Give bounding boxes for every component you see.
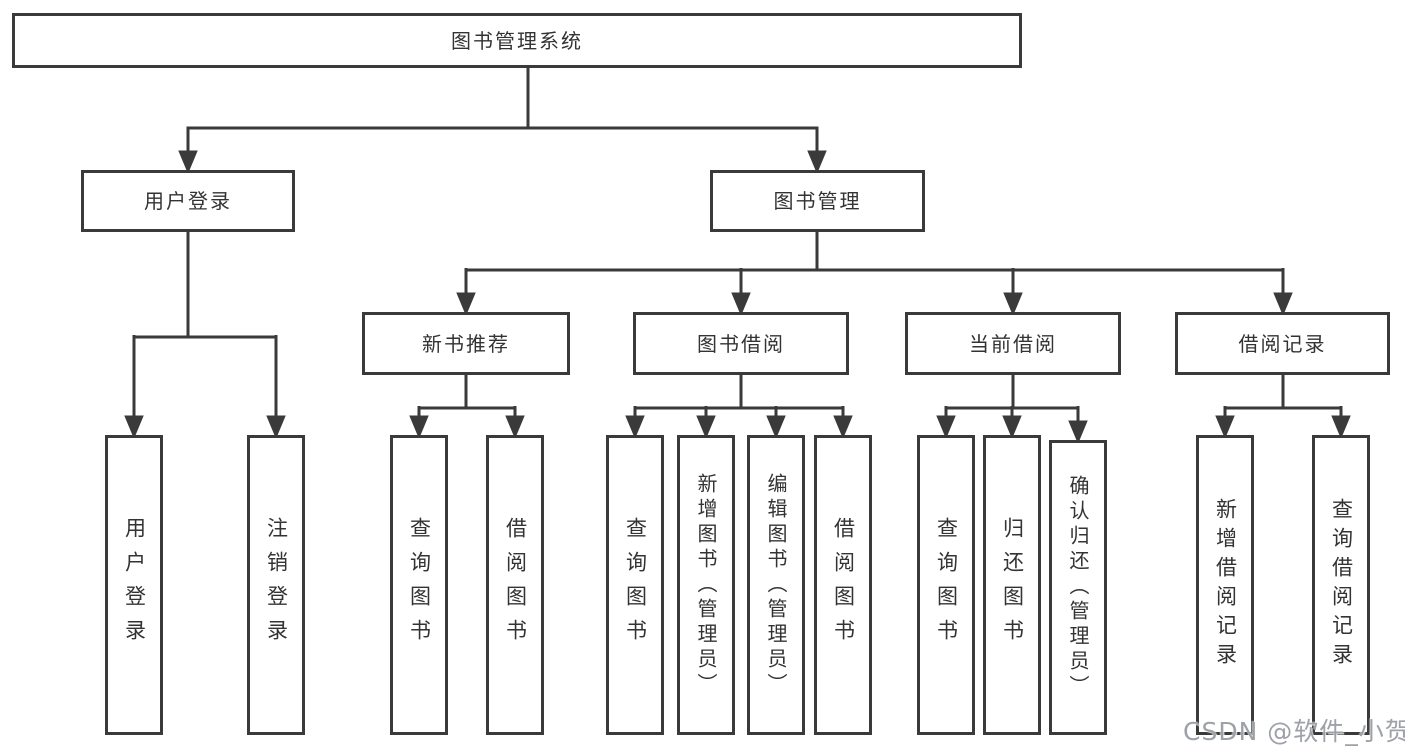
arrowhead	[1068, 420, 1088, 444]
arrowhead	[625, 415, 645, 439]
arrowhead	[1003, 292, 1023, 316]
leaf-query-books-borrowing: 查询图书	[606, 435, 664, 735]
arrowhead	[1273, 292, 1293, 316]
node-book-borrowing: 图书借阅	[633, 312, 849, 375]
node-library-management-system: 图书管理系统	[12, 13, 1022, 68]
arrowhead	[1215, 415, 1235, 439]
arrowhead	[124, 415, 144, 439]
arrowhead	[696, 415, 716, 439]
leaf-user-login: 用户登录	[105, 435, 163, 735]
leaf-borrow-books-recommend: 借阅图书	[486, 435, 544, 735]
node-current-borrowing: 当前借阅	[905, 312, 1121, 375]
arrowhead	[1002, 415, 1022, 439]
node-book-management: 图书管理	[710, 170, 925, 232]
arrowhead	[766, 415, 786, 439]
arrowhead	[456, 292, 476, 316]
leaf-query-borrow-record: 查询借阅记录	[1312, 435, 1370, 735]
node-new-book-recommendation: 新书推荐	[362, 312, 570, 375]
arrowhead	[266, 415, 286, 439]
leaf-add-book-admin: 新增图书（管理员）	[677, 435, 735, 735]
arrowhead	[178, 150, 198, 174]
leaf-edit-book-admin: 编辑图书（管理员）	[747, 435, 805, 735]
leaf-logout: 注销登录	[247, 435, 305, 735]
leaf-borrow-books: 借阅图书	[814, 435, 872, 735]
csdn-watermark: CSDN @软件_小贺同学	[1183, 717, 1405, 746]
arrowhead	[936, 415, 956, 439]
arrowhead	[833, 415, 853, 439]
arrowhead	[807, 150, 827, 174]
leaf-return-books: 归还图书	[983, 435, 1041, 735]
leaf-query-books-current: 查询图书	[917, 435, 975, 735]
leaf-add-borrow-record: 新增借阅记录	[1196, 435, 1254, 735]
node-borrowing-records: 借阅记录	[1175, 312, 1390, 375]
leaf-query-books-recommend: 查询图书	[390, 435, 448, 735]
arrowhead	[505, 415, 525, 439]
arrowhead	[409, 415, 429, 439]
arrowhead	[731, 292, 751, 316]
node-user-login: 用户登录	[81, 170, 295, 232]
arrowhead	[1331, 415, 1351, 439]
leaf-confirm-return-admin: 确认归还（管理员）	[1049, 440, 1107, 735]
